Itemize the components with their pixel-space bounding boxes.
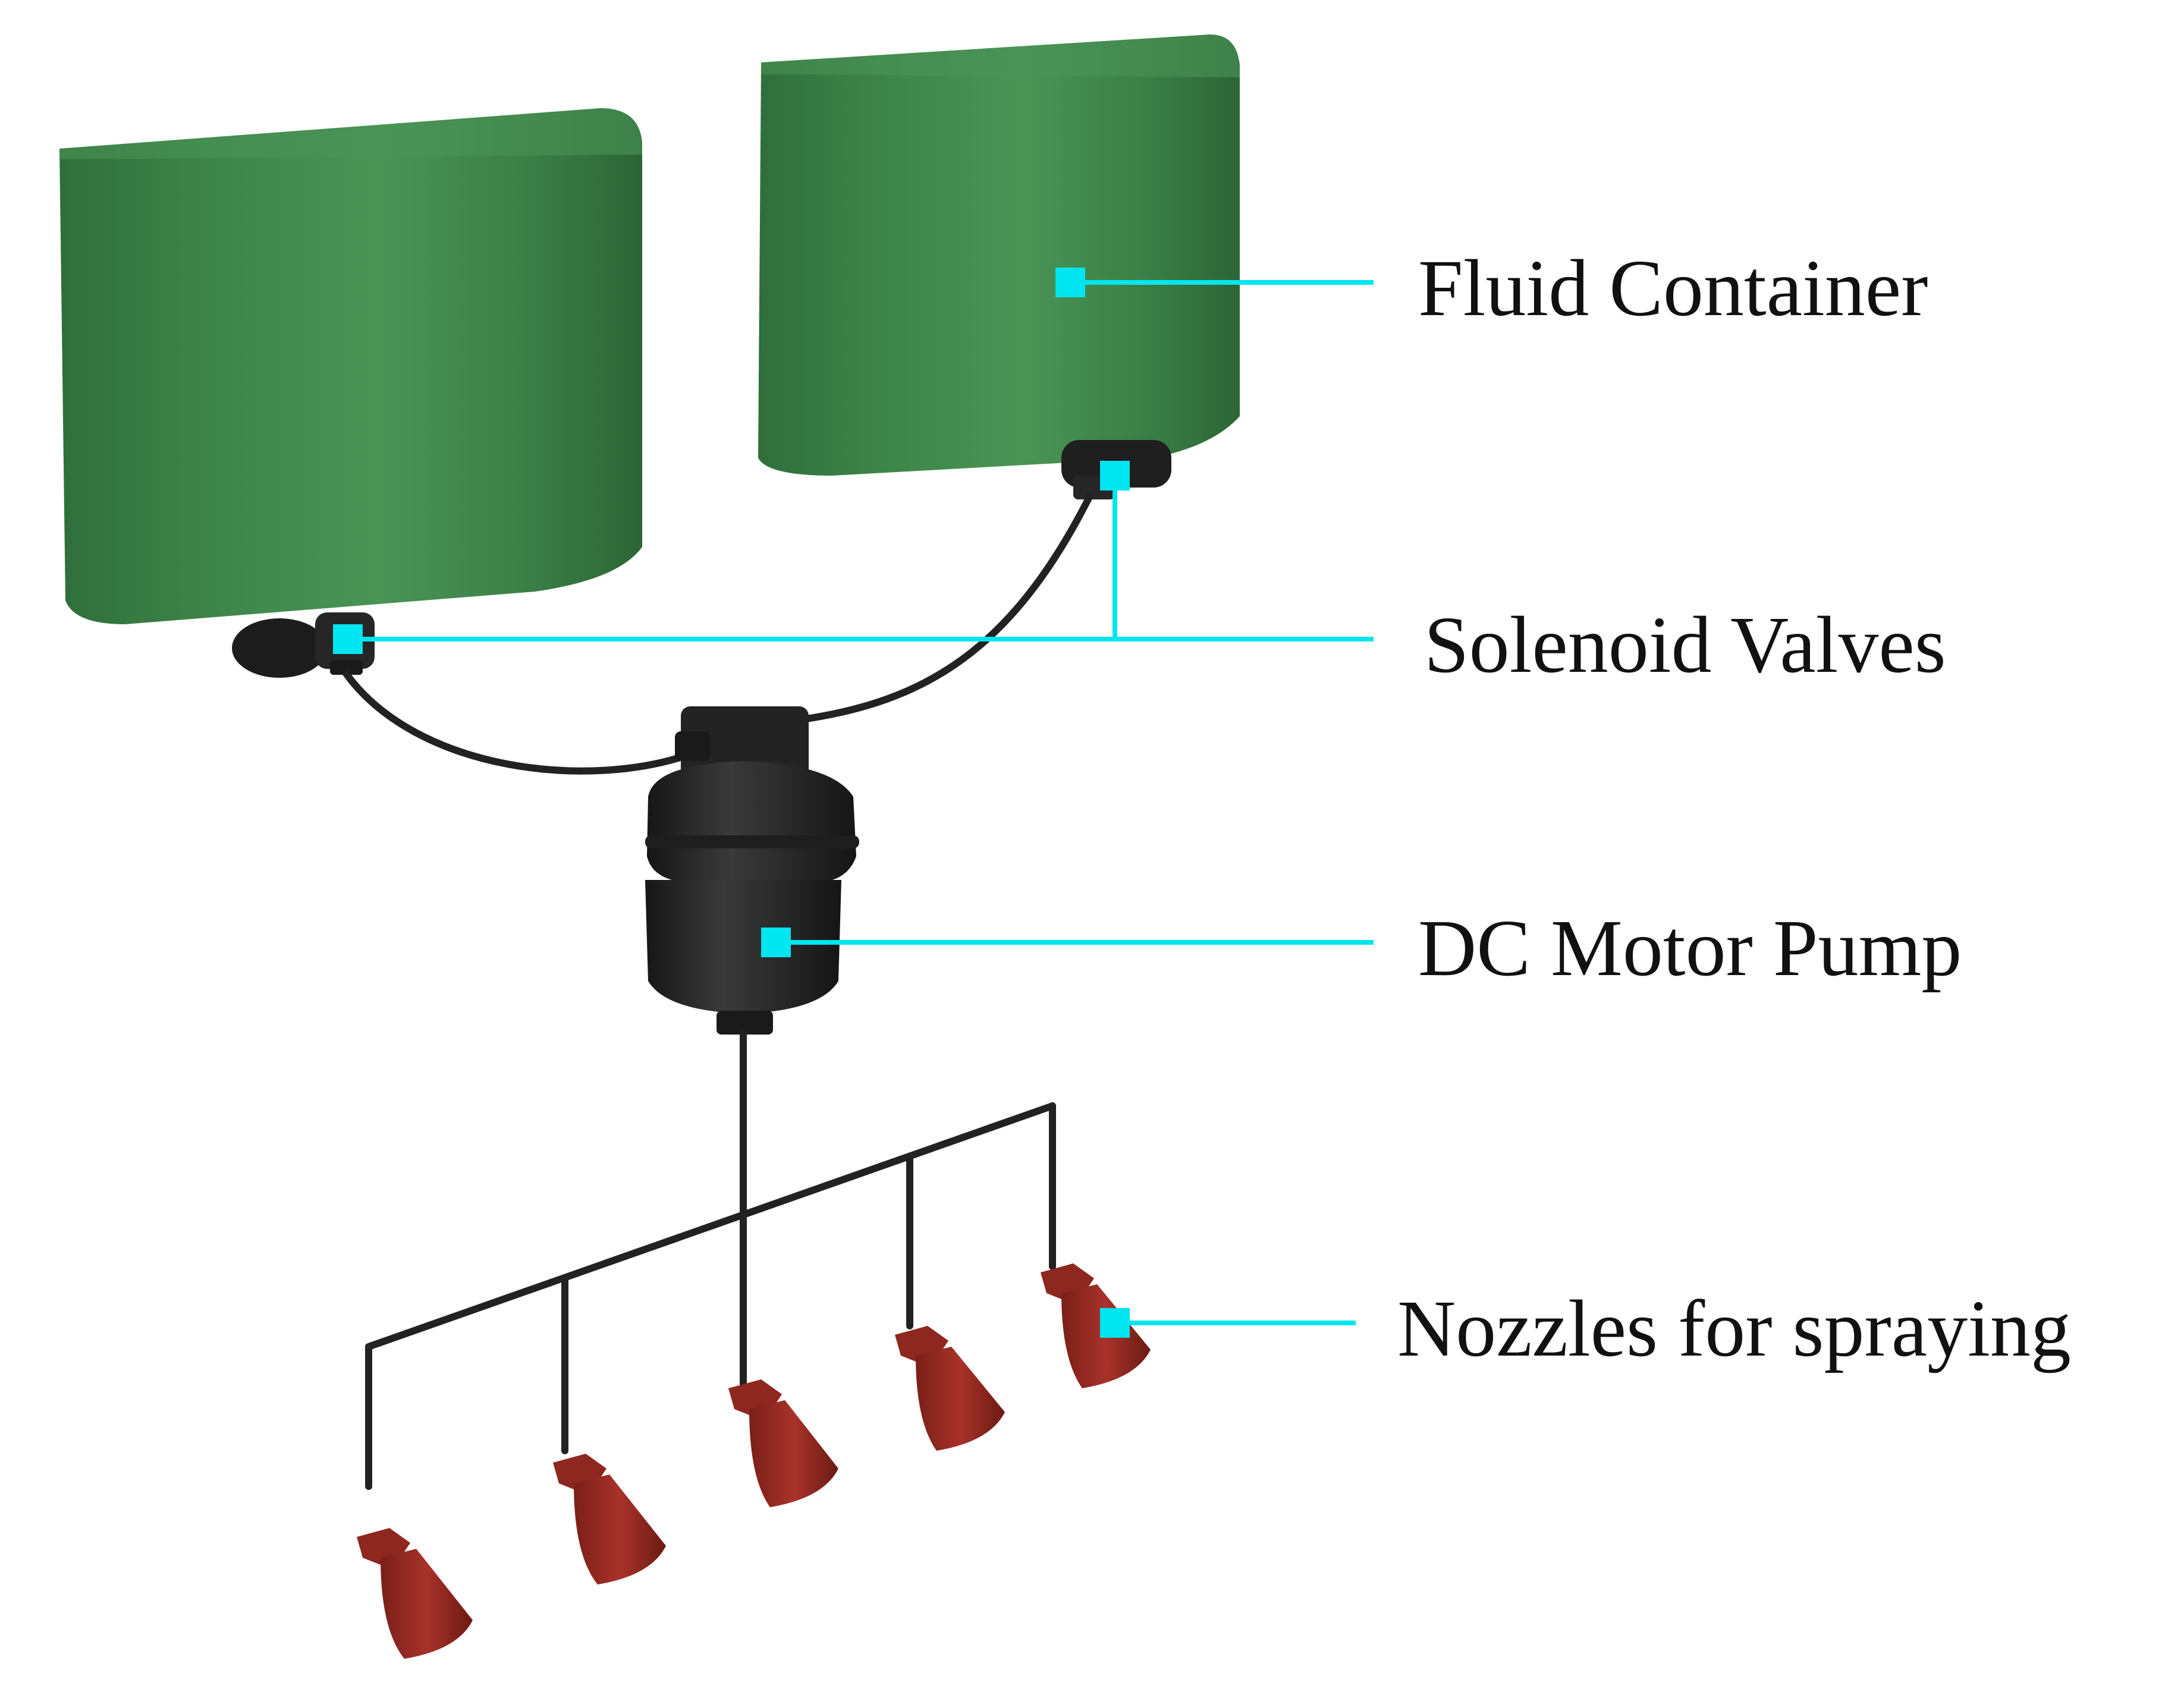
right-fluid-container: [758, 34, 1240, 476]
right-valve-tube: [802, 492, 1095, 723]
leader-solenoid-valves: [333, 461, 1374, 654]
nozzle-4: [895, 1326, 1005, 1451]
label-dc-motor-pump: DC Motor Pump: [1418, 904, 1962, 993]
leader-dc-motor-pump: [761, 928, 1374, 957]
leader-nozzles: [1100, 1308, 1356, 1338]
nozzle-2: [553, 1454, 666, 1584]
nozzle-3: [728, 1379, 838, 1507]
left-fluid-container: [59, 108, 642, 624]
label-solenoid-valves: Solenoid Valves: [1424, 601, 1946, 690]
nozzle-5: [1041, 1263, 1151, 1388]
label-fluid-container: Fluid Container: [1418, 244, 1928, 333]
nozzle-manifold: [365, 1031, 1056, 1490]
nozzle-1: [357, 1528, 473, 1659]
left-valve-tube: [342, 669, 697, 775]
leader-fluid-container: [1055, 268, 1374, 297]
label-nozzles: Nozzles for spraying: [1397, 1284, 2071, 1373]
dc-motor-pump: [645, 706, 859, 1035]
